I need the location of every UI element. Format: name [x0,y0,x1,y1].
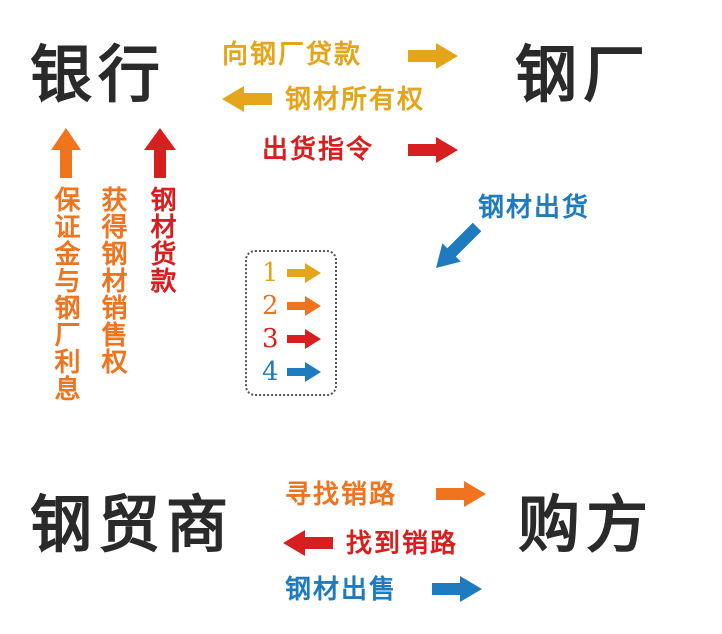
arrow-shipping-order [408,137,458,163]
label-steel-shipment: 钢材出货 [478,193,591,223]
node-bank: 银行 [30,38,167,111]
arrow-find-channel [436,481,486,507]
arrow-loan-right [408,43,458,69]
legend-number-3: 3 [262,324,279,354]
arrow-payment-up [144,128,176,178]
arrow-ownership-left [222,86,272,112]
arrow-steel-shipment [436,222,482,268]
label-steel-payment: 钢材货款 [146,186,176,294]
label-steel-ownership: 钢材所有权 [285,85,426,115]
legend-arrow-3 [287,329,321,349]
legend-number-4: 4 [262,357,279,387]
legend-arrow-2 [287,296,321,316]
label-loan-to-mill: 向钢厂贷款 [222,40,363,70]
label-found-channel: 找到销路 [346,529,459,559]
node-buyer: 购方 [518,488,655,561]
legend-box [245,250,337,396]
label-steel-sales: 钢材出售 [285,575,398,605]
legend-arrow-4 [287,362,321,382]
node-steel-mill: 钢厂 [515,38,652,111]
node-steel-trader: 钢贸商 [30,488,235,561]
label-find-channel: 寻找销路 [285,480,398,510]
legend-number-2: 2 [262,291,279,321]
legend-number-1: 1 [262,258,279,288]
label-deposit-interest: 保证金与钢厂利息 [50,186,80,402]
arrow-steel-sales [432,576,482,602]
legend-arrow-1 [287,263,321,283]
arrow-deposit-up [51,128,81,178]
arrow-found-channel [283,530,333,556]
label-shipping-order: 出货指令 [262,135,375,165]
label-sales-rights: 获得钢材销售权 [97,186,127,375]
